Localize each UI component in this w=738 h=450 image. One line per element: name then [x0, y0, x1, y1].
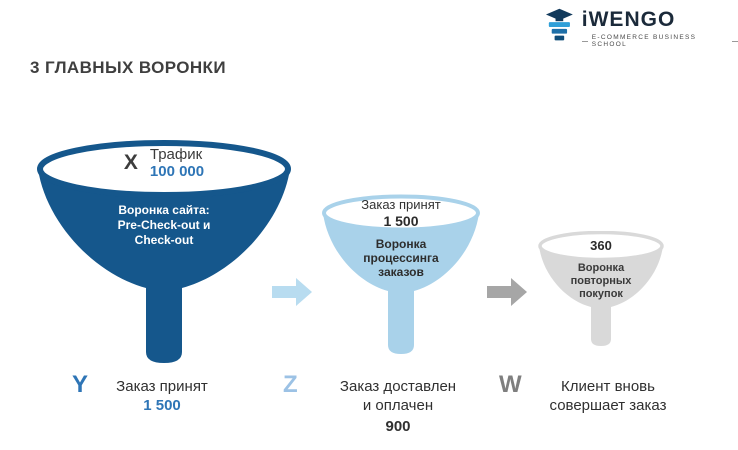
funnel-site-body-label: Воронка сайта: Pre-Check-out и Check-out	[117, 203, 211, 247]
funnel-processing-bottom-label: Заказ доставлен и оплачен 900	[318, 377, 478, 436]
funnel-processing-body-label: Воронка процессинга заказов	[363, 237, 439, 279]
funnel-processing-top-label: Заказ принят	[361, 197, 441, 212]
brand-subtitle: E-COMMERCE BUSINESS SCHOOL	[582, 34, 738, 48]
funnel-repeat-bottom-label: Клиент вновь совершает заказ	[549, 378, 667, 414]
funnel-processing-top-value: 1 500	[383, 213, 419, 229]
stage-letter-w: W	[499, 371, 522, 398]
funnel-processing-top: Заказ принят 1 500	[321, 196, 481, 230]
funnel-site-bottom-value: 1 500	[143, 397, 181, 414]
brand-name: iWENGO	[581, 8, 676, 31]
funnel-site-bottom-label: Заказ принят 1 500	[92, 377, 232, 415]
page-title: 3 ГЛАВНЫХ ВОРОНКИ	[30, 58, 226, 77]
logo-text: iWENGO E-COMMERCE BUSINESS SCHOOL	[582, 8, 738, 48]
funnel-site-top-label: Трафик	[149, 146, 203, 163]
logo: iWENGO E-COMMERCE BUSINESS SCHOOL	[545, 8, 738, 48]
funnel-repeat-shape	[538, 231, 664, 346]
funnel-site-top-value: 100 000	[149, 163, 205, 180]
funnel-processing-shape	[322, 194, 480, 354]
arrow-right-icon	[272, 278, 312, 306]
funnel-site-shape	[37, 140, 291, 363]
iwengo-funnel-cap-icon	[545, 8, 573, 41]
funnel-repeat-top-value: 360	[590, 238, 612, 253]
stage-letter-z: Z	[283, 371, 298, 398]
arrow-right-icon	[487, 278, 527, 306]
funnel-processing-bottom-value: 900	[385, 418, 411, 435]
funnel-repeat-body-label: Воронка повторных покупок	[570, 262, 632, 300]
stage-letter-y: Y	[72, 371, 89, 398]
funnel-site-top: X Трафик 100 000	[58, 146, 270, 180]
funnel-site-letter: X	[123, 151, 138, 174]
